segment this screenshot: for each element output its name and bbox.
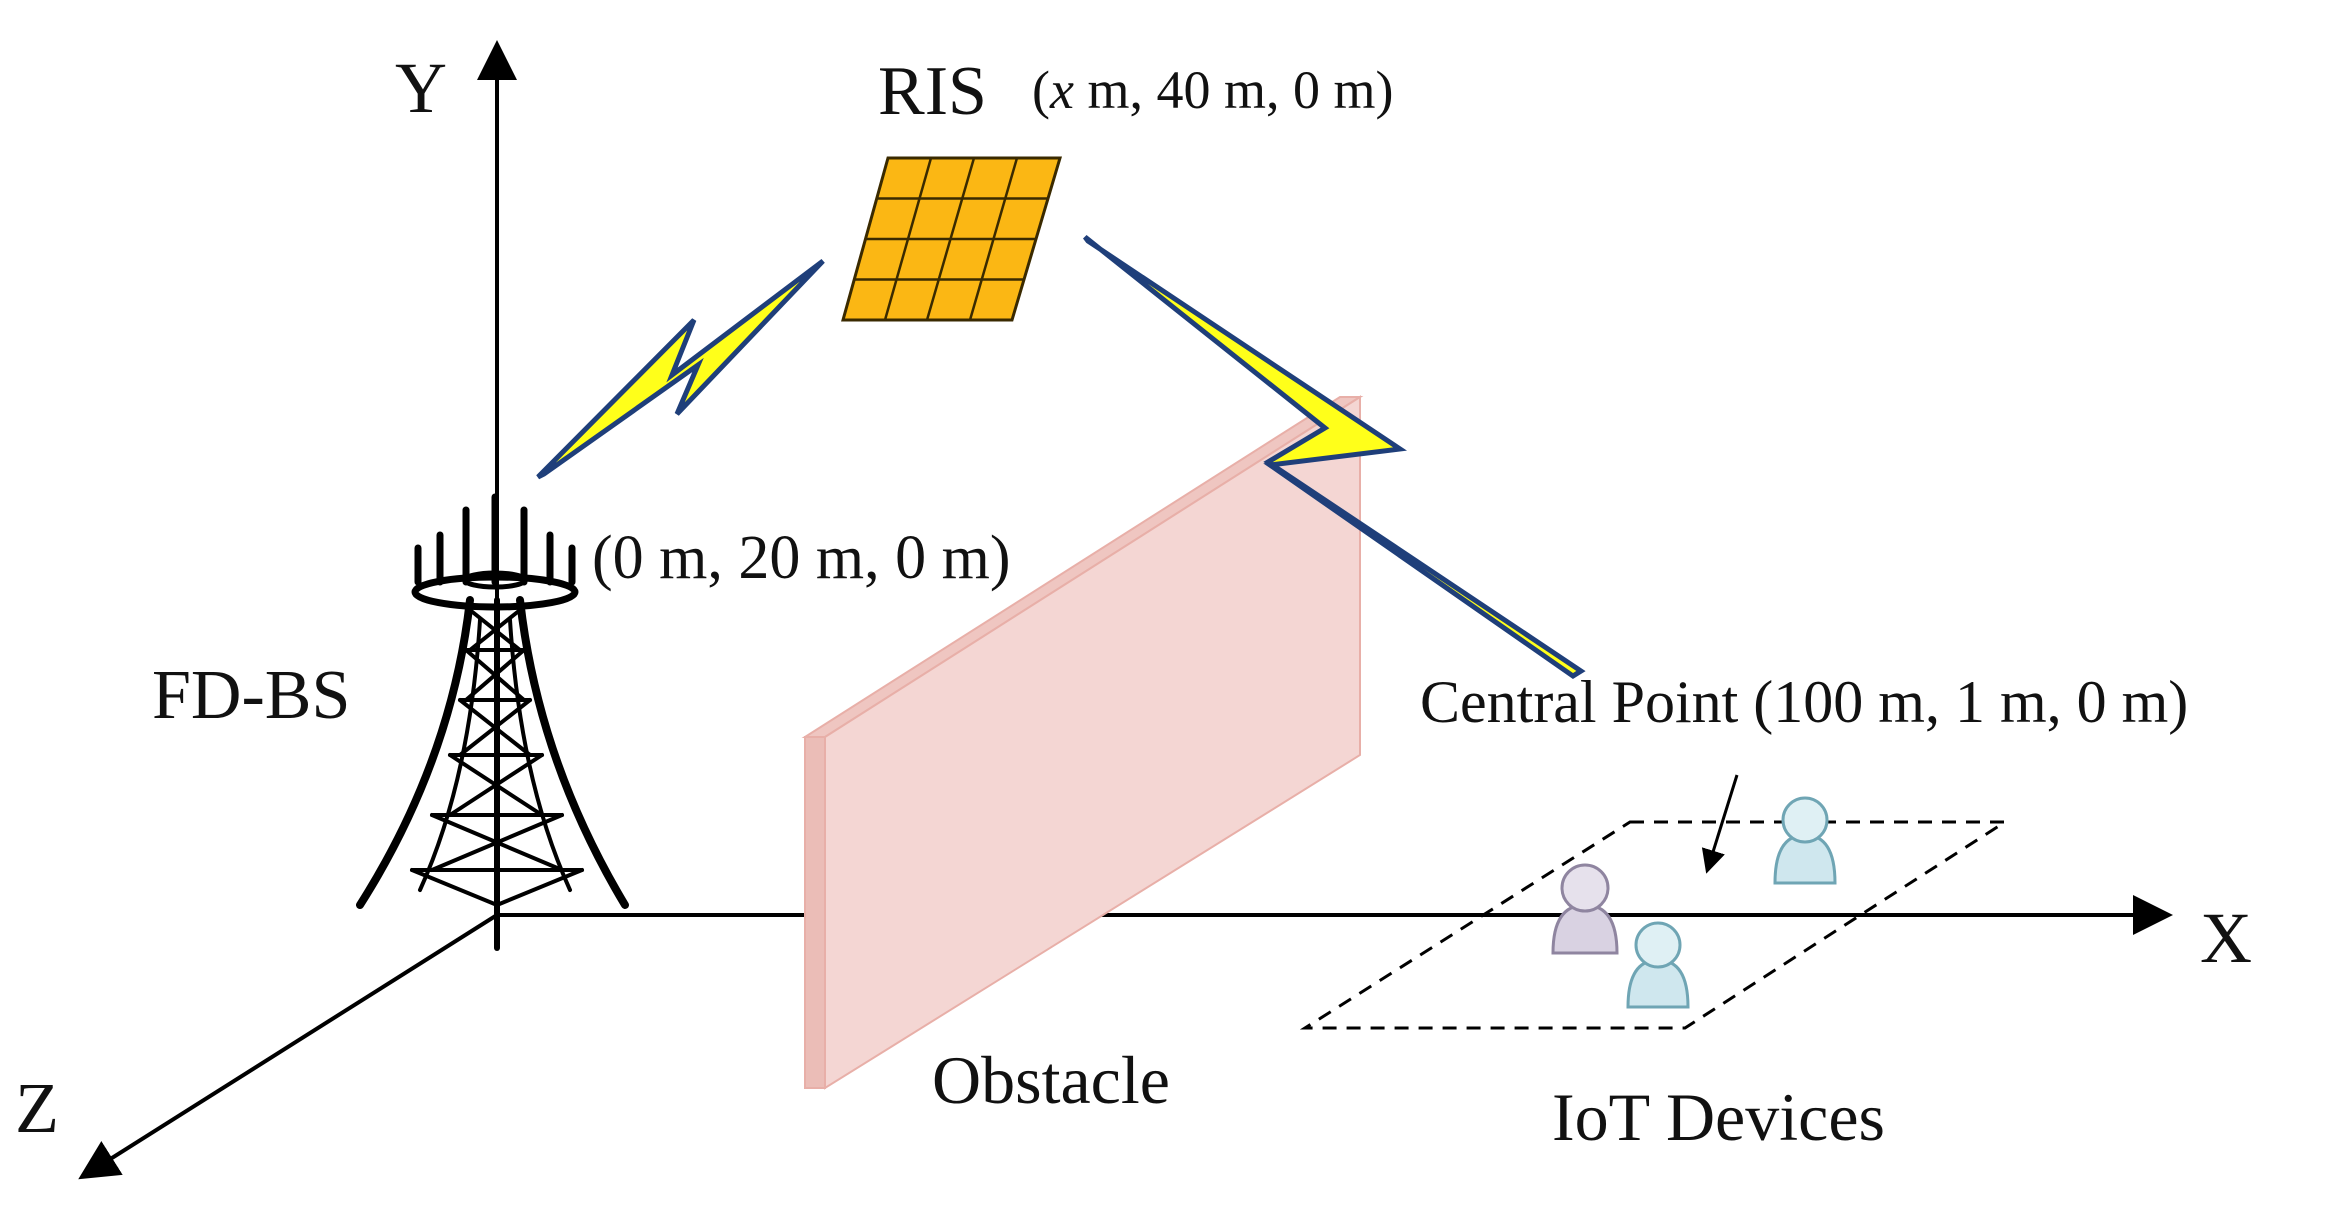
base-station-tower-icon [356,493,629,951]
ris-grid [854,157,1048,321]
obstacle-label: Obstacle [932,1042,1170,1118]
ris-coordinate: (x m, 40 m, 0 m) [1032,60,1393,120]
lightning-bolt-icon [536,259,825,480]
obstacle-wall: Obstacle [801,395,1364,1118]
ris-panel: RIS (x m, 40 m, 0 m) [841,53,1393,322]
central-point-label: Central Point (100 m, 1 m, 0 m) [1420,669,2188,735]
iot-user-icon-1 [1773,796,1837,885]
lightning-ris-to-users [1083,235,1586,679]
z-axis [78,913,499,1180]
iot-devices-label: IoT Devices [1552,1079,1885,1155]
base-station-coordinate: (0 m, 20 m, 0 m) [592,524,1010,592]
base-station-label: FD-BS [152,657,350,734]
y-axis-label: Y [395,48,447,128]
antenna-array [414,493,576,586]
iot-area-boundary [1299,820,2011,1030]
z-axis-label: Z [15,1068,59,1148]
iot-user-icon-3 [1626,921,1690,1009]
iot-service-area: Central Point (100 m, 1 m, 0 m) IoT Devi… [1299,669,2188,1155]
x-axis-label: X [2200,898,2252,978]
iot-user-icon-2 [1551,863,1619,955]
obstacle-side-face [804,736,826,1089]
central-point-pointer [1701,774,1739,874]
ris-label: RIS [878,53,987,130]
coordinate-axes: Y X Z [15,40,2252,1180]
obstacle-front-face [824,395,1361,1090]
lightning-bolt-icon [1083,235,1586,679]
lightning-bs-to-ris [536,259,825,480]
